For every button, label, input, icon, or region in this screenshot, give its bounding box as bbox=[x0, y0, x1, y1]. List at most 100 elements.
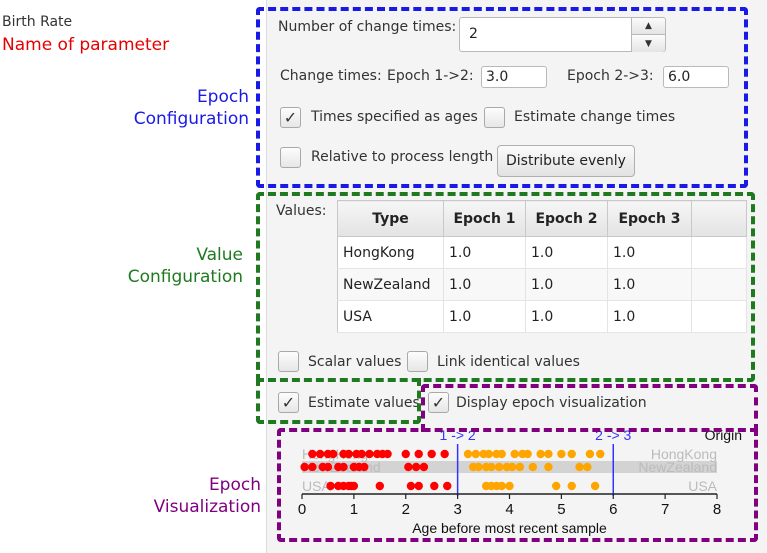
epoch-config-annotation: Epoch Configuration bbox=[89, 86, 249, 130]
table-cell[interactable]: 1.0 bbox=[525, 300, 608, 333]
epoch2-label: Epoch 2->3: bbox=[567, 68, 654, 84]
sample-point bbox=[365, 449, 374, 459]
relative-label: Relative to process length bbox=[311, 149, 494, 165]
epoch1-change-time-input[interactable]: 3.0 bbox=[481, 66, 547, 88]
ages-label: Times specified as ages bbox=[311, 109, 478, 125]
sample-point bbox=[308, 449, 317, 459]
sample-point bbox=[383, 449, 392, 459]
sample-point bbox=[349, 481, 359, 491]
sample-point bbox=[567, 449, 576, 459]
spinner-up-button[interactable]: ▲ bbox=[631, 18, 665, 35]
values-label: Values: bbox=[276, 203, 327, 219]
link-values-checkbox[interactable] bbox=[407, 351, 428, 372]
x-tick-label: 5 bbox=[557, 501, 565, 518]
sample-point bbox=[471, 449, 480, 459]
sample-point bbox=[497, 449, 506, 459]
table-row[interactable]: HongKong 1.0 1.0 1.0 bbox=[337, 236, 747, 269]
x-tick-label: 8 bbox=[713, 501, 721, 518]
sample-point bbox=[328, 449, 338, 459]
sample-point bbox=[585, 449, 595, 459]
column-header-epoch2[interactable]: Epoch 2 bbox=[525, 200, 608, 237]
sample-point bbox=[557, 449, 566, 459]
sample-point bbox=[528, 462, 538, 472]
sample-point bbox=[487, 462, 496, 472]
value-config-box bbox=[256, 192, 755, 382]
sample-point bbox=[375, 481, 385, 491]
estimate-times-checkbox[interactable] bbox=[484, 107, 505, 128]
values-table[interactable]: Type Epoch 1 Epoch 2 Epoch 3 HongKong 1.… bbox=[337, 200, 747, 333]
table-cell[interactable]: HongKong bbox=[337, 236, 444, 269]
table-row[interactable]: NewZealand 1.0 1.0 1.0 bbox=[337, 268, 747, 301]
link-values-label: Link identical values bbox=[437, 354, 580, 370]
column-header-filler bbox=[691, 200, 747, 237]
sample-point bbox=[414, 449, 423, 459]
epoch-config-annotation-line2: Configuration bbox=[133, 109, 249, 129]
table-cell[interactable]: USA bbox=[337, 300, 444, 333]
sample-point bbox=[308, 462, 317, 472]
column-header-epoch1[interactable]: Epoch 1 bbox=[443, 200, 526, 237]
table-cell[interactable]: 1.0 bbox=[443, 300, 526, 333]
sample-point bbox=[536, 449, 545, 459]
num-changes-spinner[interactable]: 2 ▲ ▼ bbox=[459, 17, 666, 52]
sample-point bbox=[300, 462, 309, 472]
triangle-up-icon: ▲ bbox=[645, 21, 652, 31]
table-row[interactable]: USA 1.0 1.0 1.0 bbox=[337, 300, 747, 333]
table-cell bbox=[691, 268, 747, 301]
value-config-box-tail bbox=[256, 378, 421, 424]
param-annotation: Name of parameter bbox=[2, 35, 170, 55]
sample-point bbox=[357, 449, 366, 459]
change-times-label: Change times: bbox=[280, 68, 382, 84]
sample-point bbox=[497, 481, 506, 491]
sample-point bbox=[484, 449, 493, 459]
sample-point bbox=[406, 481, 416, 491]
param-title: Birth Rate bbox=[2, 14, 73, 30]
triangle-down-icon: ▼ bbox=[645, 38, 652, 49]
sample-point bbox=[494, 462, 504, 472]
check-icon: ✓ bbox=[281, 393, 296, 412]
sample-point bbox=[474, 462, 483, 472]
table-cell[interactable]: 1.0 bbox=[443, 236, 526, 269]
spinner-down-button[interactable]: ▼ bbox=[631, 35, 665, 52]
sample-point bbox=[505, 481, 514, 491]
table-cell[interactable]: 1.0 bbox=[607, 268, 692, 301]
value-config-annotation-line2: Configuration bbox=[127, 267, 243, 287]
epoch-vis-box bbox=[277, 428, 758, 542]
table-cell[interactable]: 1.0 bbox=[607, 236, 692, 269]
scalar-values-checkbox[interactable] bbox=[278, 351, 299, 372]
sample-point bbox=[427, 449, 436, 459]
column-header-epoch3[interactable]: Epoch 3 bbox=[607, 200, 692, 237]
num-changes-value[interactable]: 2 bbox=[469, 26, 478, 42]
sample-point bbox=[507, 462, 517, 472]
x-tick-label: 4 bbox=[505, 501, 513, 518]
sample-point bbox=[515, 462, 525, 472]
sample-point bbox=[360, 462, 369, 472]
sample-point bbox=[440, 449, 449, 459]
table-cell[interactable]: 1.0 bbox=[443, 268, 526, 301]
display-vis-checkbox[interactable]: ✓ bbox=[428, 392, 449, 413]
sample-point bbox=[596, 449, 605, 459]
sample-point bbox=[510, 449, 519, 459]
table-cell[interactable]: 1.0 bbox=[525, 236, 608, 269]
sample-point bbox=[583, 462, 592, 472]
sample-point bbox=[443, 481, 452, 491]
sample-point bbox=[323, 462, 333, 472]
ages-checkbox[interactable]: ✓ bbox=[280, 107, 301, 128]
column-header-type[interactable]: Type bbox=[337, 200, 444, 237]
table-cell[interactable]: NewZealand bbox=[337, 268, 444, 301]
relative-checkbox[interactable] bbox=[280, 147, 301, 168]
table-cell[interactable]: 1.0 bbox=[525, 268, 608, 301]
sample-point bbox=[414, 481, 423, 491]
epoch2-change-time-input[interactable]: 6.0 bbox=[663, 66, 729, 88]
sample-point bbox=[544, 462, 553, 472]
epoch-vis-annotation: Epoch Visualization bbox=[101, 474, 261, 518]
x-tick-label: 0 bbox=[298, 501, 306, 518]
sample-point bbox=[404, 462, 413, 472]
estimate-values-checkbox[interactable]: ✓ bbox=[278, 392, 299, 413]
distribute-evenly-button[interactable]: Distribute evenly bbox=[497, 145, 635, 177]
table-cell bbox=[691, 236, 747, 269]
lane-label-right: USA bbox=[688, 478, 717, 494]
x-tick-label: 7 bbox=[661, 501, 669, 518]
table-cell[interactable]: 1.0 bbox=[607, 300, 692, 333]
sample-point bbox=[326, 481, 335, 491]
estimate-values-label: Estimate values bbox=[308, 395, 420, 411]
